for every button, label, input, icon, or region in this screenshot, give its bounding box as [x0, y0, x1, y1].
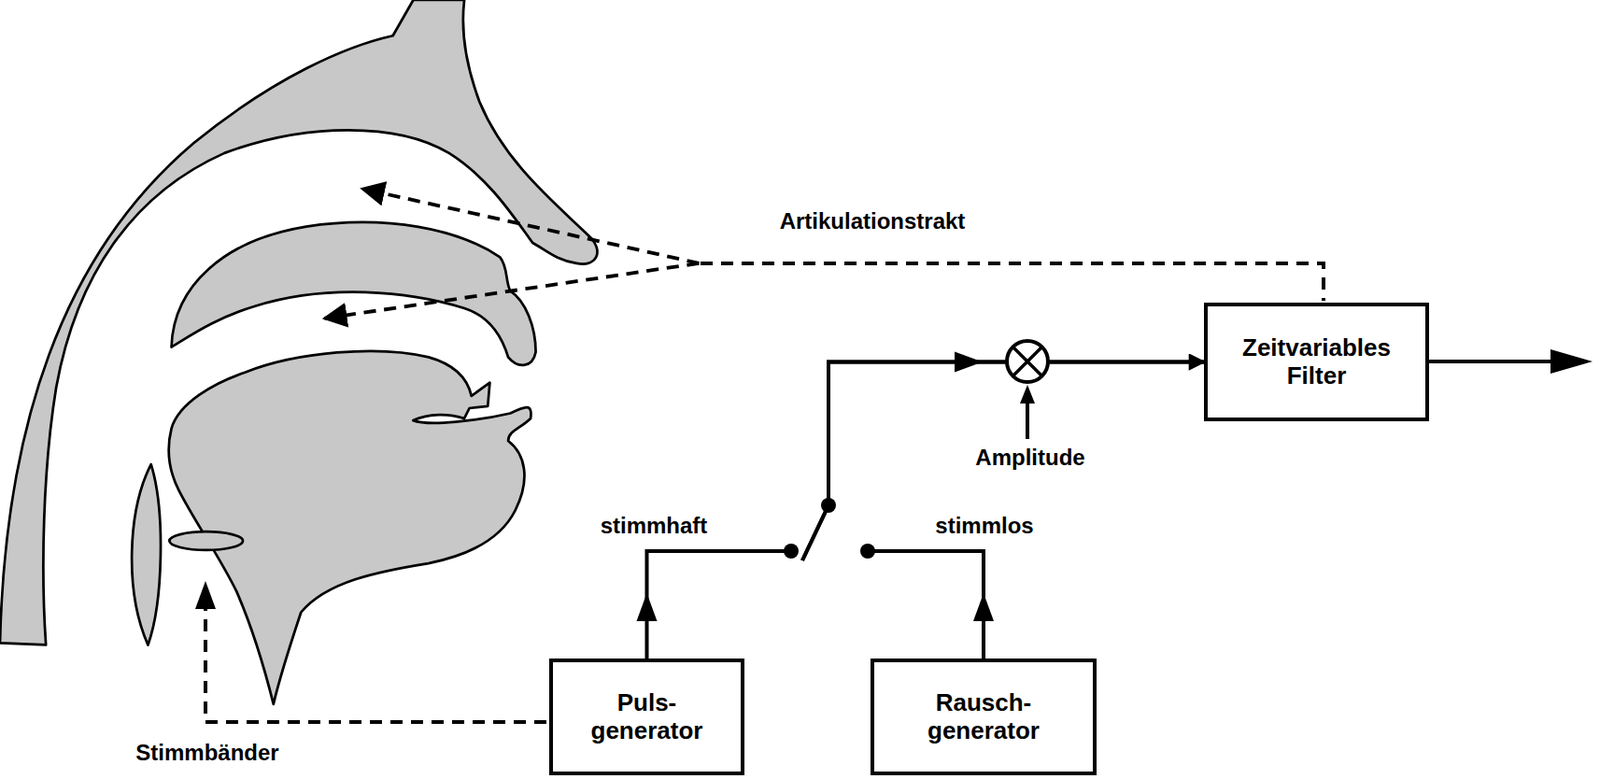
filter-box: Zeitvariables Filter: [1203, 302, 1430, 422]
arrowhead: [1019, 384, 1035, 404]
arrowhead: [954, 352, 983, 373]
arrowhead: [637, 593, 658, 622]
amplitude-arrow: [1025, 401, 1030, 439]
palate-shape: [171, 222, 537, 366]
signal-connector: [647, 362, 1205, 660]
switch-contact: [860, 543, 876, 559]
control-line: [205, 607, 547, 723]
box-text: Rausch- generator: [927, 689, 1040, 746]
switch-label: stimmlos: [932, 512, 1036, 539]
control-line: [700, 263, 1324, 301]
signal-connector: [828, 362, 1204, 660]
arrowhead: [973, 593, 994, 622]
epiglottis-shape: [131, 464, 161, 645]
airflow-arrow: [362, 188, 700, 264]
multiplier-cross: [1013, 347, 1043, 377]
arrowhead: [195, 580, 216, 609]
box-text: Zeitvariables Filter: [1242, 334, 1391, 391]
switch-lever: [802, 505, 829, 561]
airflow-arrow: [324, 263, 699, 319]
box-text: Puls- generator: [591, 689, 704, 746]
tract-label: Artikulationstrakt: [777, 208, 969, 235]
multiplier-symbol: [1006, 340, 1048, 383]
switch-label: stimmhaft: [597, 512, 711, 539]
output-arrow: [1429, 359, 1556, 364]
generator-box: Rausch- generator: [870, 658, 1097, 776]
vocal-cords: [169, 531, 243, 551]
generator-box: Puls- generator: [549, 658, 745, 776]
switch-contact: [783, 543, 799, 559]
signal-label: Amplitude: [972, 444, 1088, 471]
tongue-jaw-shape: [169, 351, 532, 705]
part-label: Stimmbänder: [132, 739, 282, 766]
arrowhead: [1550, 349, 1593, 374]
